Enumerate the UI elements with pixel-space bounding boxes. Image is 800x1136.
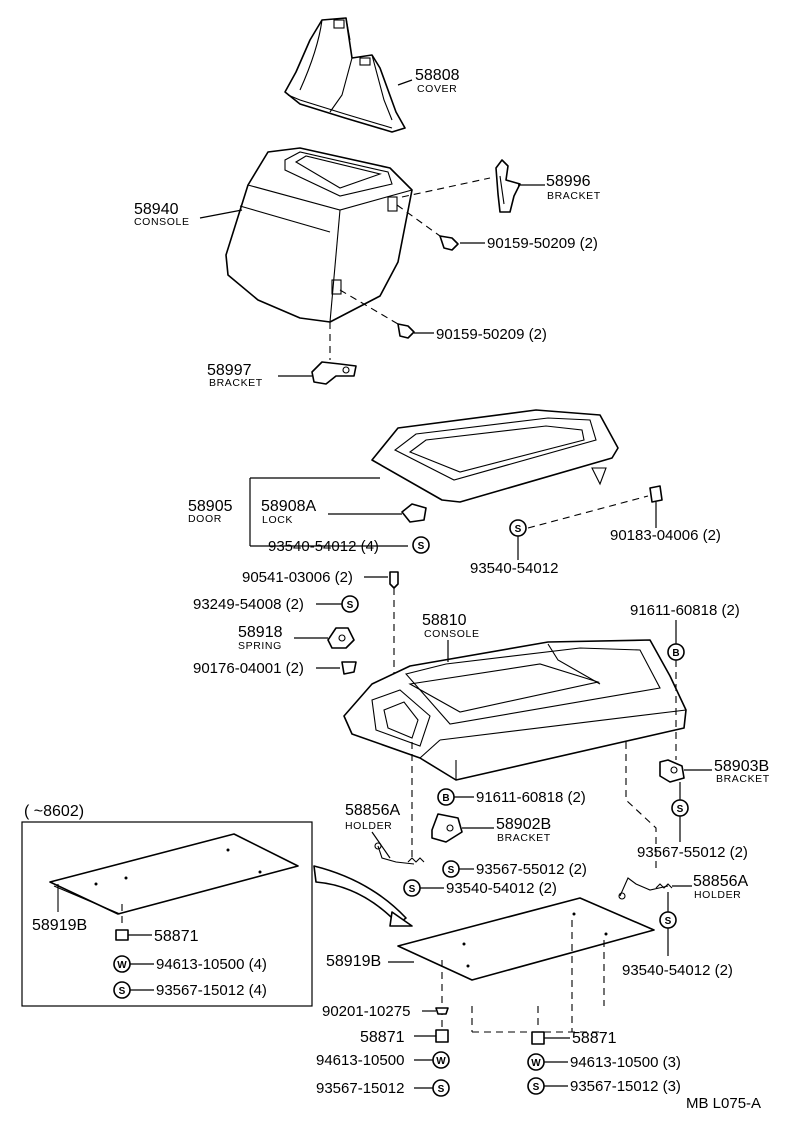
part-number-93540-c: 93540-54012 (2) [446,880,557,897]
screw-90201-icon [435,1007,449,1015]
part-number-58871-left: 58871 [154,928,199,945]
part-name-lock: LOCK [262,514,293,526]
part-number-58908A: 58908A [261,498,316,515]
part-number-91611-a: 91611-60818 (2) [630,602,740,619]
mat-58919B-right-drawing [397,897,655,981]
part-name-console-lower: CONSOLE [424,628,480,640]
symbol-s-label: S [515,524,522,535]
part-number-93540-b: 93540-54012 [470,560,558,577]
symbol-s-label: S [418,541,425,552]
symbol-b-label: B [442,793,449,804]
part-number-90159-upper: 90159-50209 (2) [487,235,598,252]
part-name-bracket-58996: BRACKET [547,190,601,202]
symbol-s-label: S [347,600,354,611]
symbol-s-circle-93249 [341,595,359,613]
symbol-s-label: S [438,1084,445,1095]
bracket-58997-drawing [311,361,357,385]
part-number-94613-mid: 94613-10500 [316,1052,404,1069]
symbol-w-label: W [531,1058,541,1069]
bracket-58903B-drawing [659,759,685,783]
part-number-93540-d: 93540-54012 (2) [622,962,733,979]
pad-58871-mid-icon [435,1029,449,1043]
console-58810-drawing [343,639,687,781]
symbol-w-label: W [117,960,127,971]
part-name-console-upper: CONSOLE [134,216,190,228]
symbol-s-label: S [448,865,455,876]
spring-58918-drawing [327,627,355,649]
part-number-58808: 58808 [415,67,460,84]
part-number-90541: 90541-03006 (2) [242,569,353,586]
part-name-holder-right: HOLDER [694,889,741,901]
part-number-58940: 58940 [134,201,179,218]
part-name-bracket-58903B: BRACKET [716,773,770,785]
symbol-s-label: S [533,1082,540,1093]
variant-note: ( ~8602) [24,803,84,820]
part-name-bracket-58902B: BRACKET [497,832,551,844]
part-number-93249: 93249-54008 (2) [193,596,304,613]
part-number-58918: 58918 [238,624,283,641]
part-number-93567-55012-r: 93567-55012 (2) [637,844,748,861]
part-number-58856A-left: 58856A [345,802,400,819]
part-number-58902B: 58902B [496,816,551,833]
part-number-90159-lower: 90159-50209 (2) [436,326,547,343]
symbol-b-label: B [672,648,679,659]
part-number-58919B-right: 58919B [326,953,381,970]
variant-box [21,821,313,1007]
part-number-58919B-left: 58919B [32,917,87,934]
symbol-s-label: S [119,986,126,997]
part-name-spring: SPRING [238,640,282,652]
console-58940-drawing [225,147,413,323]
part-number-58871-mid: 58871 [360,1029,405,1046]
part-number-58810: 58810 [422,612,467,629]
part-number-94613-left: 94613-10500 (4) [156,956,267,973]
part-number-58997: 58997 [207,362,252,379]
door-58905-drawing [371,409,619,503]
cover-58808-drawing [284,17,406,133]
nut-90176-icon [341,661,357,675]
symbol-s-label: S [665,916,672,927]
symbol-w-label: W [436,1056,446,1067]
part-number-91611-b: 91611-60818 (2) [476,789,586,806]
part-name-holder-left: HOLDER [345,820,392,832]
part-number-93567-15012-left: 93567-15012 (4) [156,982,267,999]
part-number-94613-right: 94613-10500 (3) [570,1054,681,1071]
part-number-93567-15012-right: 93567-15012 (3) [570,1078,681,1095]
part-name-bracket-58997: BRACKET [209,377,263,389]
symbol-s-circle-93540-a [412,536,430,554]
part-number-58856A-right: 58856A [693,873,748,890]
screw-90541-icon [389,571,399,589]
part-number-90183: 90183-04006 (2) [610,527,721,544]
part-number-58996: 58996 [546,173,591,190]
part-number-90201: 90201-10275 [322,1003,410,1020]
symbol-s-label: S [409,884,416,895]
lock-58908A-drawing [401,503,427,523]
part-number-58871-right: 58871 [572,1030,617,1047]
diagram-code: MB L075-A [686,1095,761,1112]
part-number-93567-15012-mid: 93567-15012 [316,1080,404,1097]
part-number-58905: 58905 [188,498,233,515]
part-name-cover: COVER [417,83,457,95]
holder-58856A-right-drawing [618,877,673,900]
screw-90159-upper-icon [439,235,459,251]
part-number-93567-55012-l: 93567-55012 (2) [476,861,587,878]
part-number-58903B: 58903B [714,758,769,775]
symbol-s-label: S [677,804,684,815]
pad-58871-left-icon [115,929,129,941]
part-number-90176: 90176-04001 (2) [193,660,304,677]
clip-90183-drawing [649,485,663,503]
bracket-58996-drawing [495,159,521,213]
part-name-door: DOOR [188,513,222,525]
pad-58871-right-icon [531,1031,545,1045]
part-number-93540-a: 93540-54012 (4) [268,538,379,555]
screw-90159-lower-icon [397,323,415,339]
bracket-58902B-drawing [431,813,463,843]
mat-58919B-left-drawing [49,833,299,915]
